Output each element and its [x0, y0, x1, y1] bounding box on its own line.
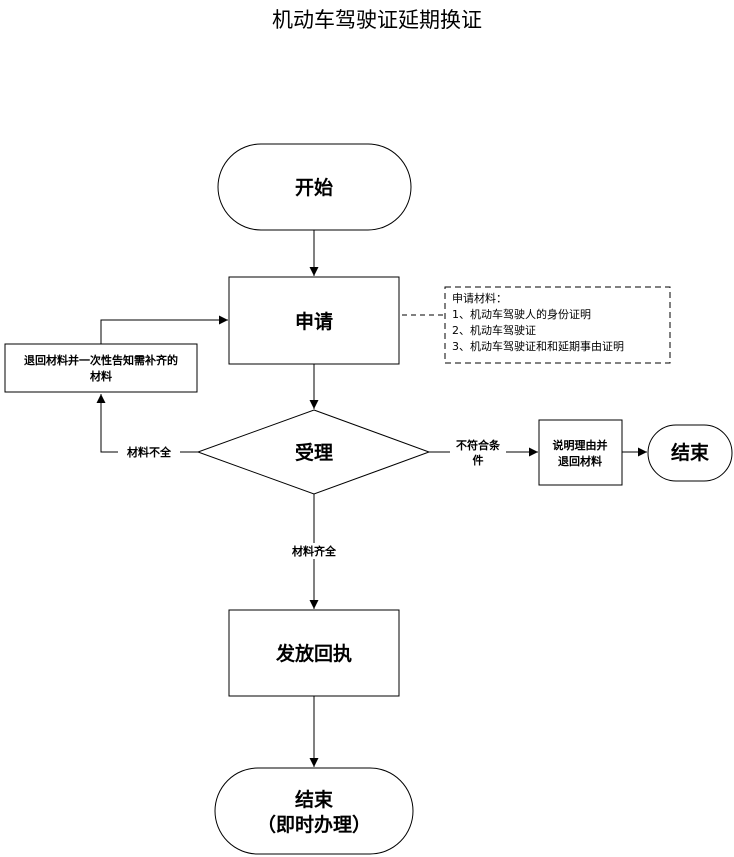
- note-item: 2、机动车驾驶证: [452, 323, 536, 337]
- edge-label-complete: 材料齐全: [292, 544, 337, 558]
- accept-label: 受理: [295, 441, 333, 464]
- label-bg: [450, 436, 506, 470]
- edge-return-apply: [100, 315, 228, 344]
- apply-node: 申请: [228, 276, 400, 365]
- end-final-line1: 结束: [295, 788, 334, 811]
- note-item: 1、机动车驾驶人的身份证明: [452, 307, 591, 321]
- label-bg: [283, 543, 345, 559]
- note-item: 3、机动车驾驶证和和延期事由证明: [452, 339, 624, 353]
- edge-incomplete: [96, 394, 198, 453]
- end-reject-node: 结束: [647, 424, 733, 482]
- explain-return-node: 说明理由并 退回材料: [538, 419, 623, 486]
- return-incomplete-line1: 退回材料并一次性告知需补齐的: [24, 353, 178, 367]
- start-node: 开始: [217, 143, 412, 231]
- issue-receipt-node: 发放回执: [228, 609, 400, 697]
- return-incomplete-node: 退回材料并一次性告知需补齐的 材料: [4, 343, 198, 393]
- diagram-title: 机动车驾驶证延期换证: [272, 8, 482, 32]
- note-heading: 申请材料：: [452, 291, 507, 305]
- edge-label-not-eligible-1: 不符合条: [456, 438, 501, 452]
- start-label: 开始: [295, 176, 333, 199]
- materials-note: 申请材料： 1、机动车驾驶人的身份证明 2、机动车驾驶证 3、机动车驾驶证和和延…: [444, 286, 671, 364]
- explain-return-line2: 退回材料: [558, 454, 602, 468]
- accept-decision: 受理: [196, 409, 431, 495]
- end-final-node: 结束 （即时办理）: [214, 767, 414, 855]
- explain-return-line1: 说明理由并: [553, 438, 608, 452]
- end-final-line2: （即时办理）: [257, 813, 371, 836]
- edge-label-not-eligible-2: 件: [473, 453, 484, 467]
- return-incomplete-line2: 材料: [90, 369, 112, 383]
- issue-receipt-label: 发放回执: [275, 642, 352, 665]
- end-reject-label: 结束: [671, 441, 710, 464]
- edge-label-incomplete: 材料不全: [127, 445, 172, 459]
- apply-label: 申请: [295, 310, 333, 333]
- label-bg: [118, 444, 180, 460]
